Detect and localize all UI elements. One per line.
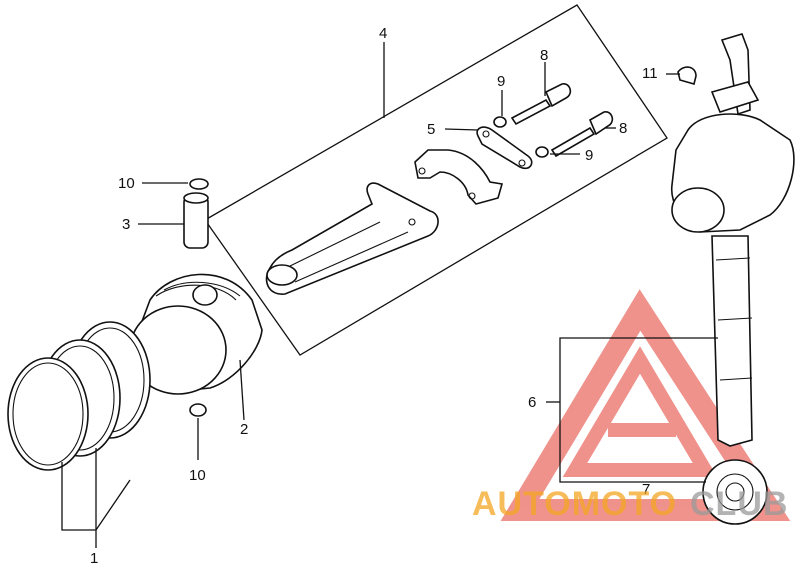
rod-bolt-upper bbox=[510, 83, 572, 126]
rod-bolt-lower bbox=[550, 111, 614, 158]
callout-10-upper: 10 bbox=[118, 175, 135, 192]
washer-upper bbox=[493, 116, 507, 128]
svg-text:AUTOMOTO: AUTOMOTO bbox=[472, 485, 677, 523]
callout-8-upper: 8 bbox=[540, 47, 548, 64]
callout-1: 1 bbox=[90, 550, 98, 567]
callout-7: 7 bbox=[642, 481, 650, 498]
svg-text:CLUB: CLUB bbox=[690, 485, 788, 523]
washer-lower bbox=[535, 146, 549, 158]
conrod-assembly-frame bbox=[204, 4, 668, 356]
callout-9-lower: 9 bbox=[585, 147, 593, 164]
callout-6: 6 bbox=[528, 394, 536, 411]
connecting-rod bbox=[265, 182, 439, 295]
callout-11: 11 bbox=[642, 65, 658, 82]
crankshaft bbox=[671, 33, 795, 447]
woodruff-key bbox=[677, 66, 697, 85]
callout-8-lower: 8 bbox=[619, 120, 627, 137]
callout-3: 3 bbox=[122, 216, 130, 233]
watermark-logo bbox=[500, 289, 791, 521]
leader-lines bbox=[61, 42, 718, 548]
watermark-text: AUTOMOTO CLUB bbox=[472, 485, 788, 523]
lock-plate bbox=[476, 126, 533, 170]
piston-rings bbox=[7, 321, 151, 471]
callout-5: 5 bbox=[427, 121, 435, 138]
callout-2: 2 bbox=[240, 421, 248, 438]
rod-cap bbox=[414, 149, 504, 205]
callout-4: 4 bbox=[379, 25, 387, 42]
crank-gear bbox=[702, 459, 768, 525]
callout-9-upper: 9 bbox=[497, 73, 505, 90]
pin-clip-lower bbox=[189, 403, 207, 417]
callout-10-lower: 10 bbox=[189, 467, 206, 484]
piston bbox=[129, 273, 263, 395]
piston-pin bbox=[183, 192, 209, 249]
pin-clip-upper bbox=[189, 178, 209, 190]
